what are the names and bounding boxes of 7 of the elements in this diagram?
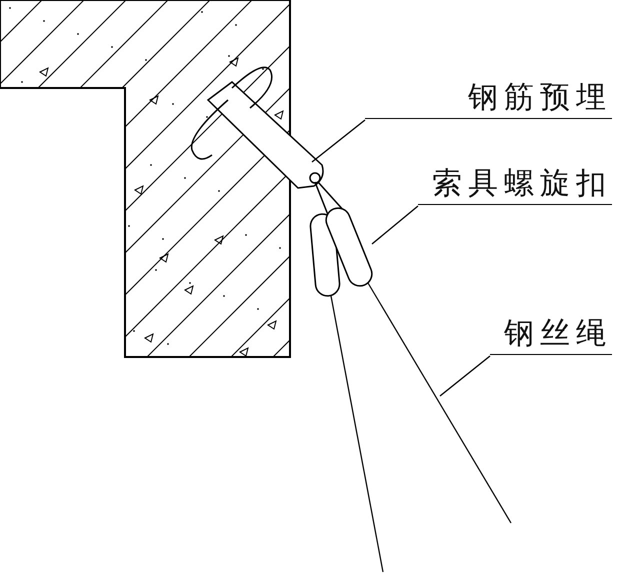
embedded-rebar-drawing: [190, 66, 324, 189]
leader-line: [312, 120, 366, 162]
part-label: 钢筋预埋: [365, 78, 612, 119]
leader-line: [372, 206, 418, 244]
part-label: 钢丝绳: [490, 314, 612, 355]
leader-line: [440, 356, 490, 396]
part-label: 索具螺旋扣: [418, 164, 612, 205]
